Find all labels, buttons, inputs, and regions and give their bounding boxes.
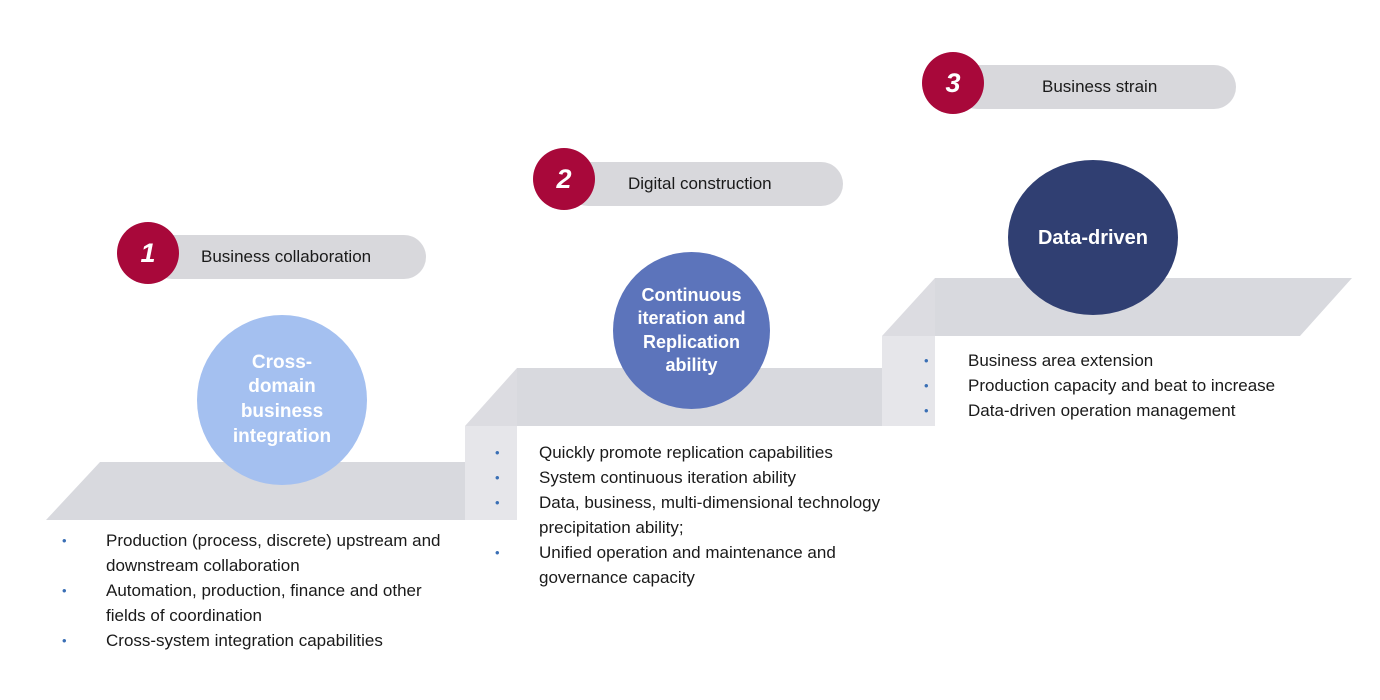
list-item: System continuous iteration ability <box>495 465 885 490</box>
list-item: Production capacity and beat to increase <box>924 373 1344 398</box>
list-item: Unified operation and maintenance and go… <box>495 540 885 590</box>
stage-3-label: Business strain <box>1042 77 1158 96</box>
stage-3-bullets: Business area extension Production capac… <box>924 348 1344 423</box>
stage-2-number: 2 <box>556 163 572 194</box>
stage-1-label-pill: Business collaboration <box>150 235 426 279</box>
stage-2-circle: Continuous iteration and Replication abi… <box>613 252 770 409</box>
stage-2-label: Digital construction <box>628 174 772 193</box>
stage-2-circle-text: Continuous iteration and Replication abi… <box>637 284 746 375</box>
stage-3-number-badge: 3 <box>922 52 984 114</box>
stage-1-circle: Cross-domain business integration <box>197 315 367 485</box>
list-item: Cross-system integration capabilities <box>62 628 452 653</box>
list-item: Data, business, multi-dimensional techno… <box>495 490 885 540</box>
step-2-bevel <box>465 368 517 426</box>
stage-1-bullets: Production (process, discrete) upstream … <box>62 528 452 653</box>
stage-3-number: 3 <box>945 67 961 98</box>
list-item: Data-driven operation management <box>924 398 1344 423</box>
stage-1-number: 1 <box>140 237 156 268</box>
stage-3-circle-text: Data-driven <box>1037 226 1149 249</box>
step-2-riser <box>882 336 935 426</box>
stage-3-label-pill: Business strain <box>955 65 1236 109</box>
list-item: Production (process, discrete) upstream … <box>62 528 452 578</box>
stage-1-label: Business collaboration <box>201 247 372 266</box>
stage-3-circle: Data-driven <box>1008 160 1178 315</box>
stage-1-circle-text: Cross-domain business integration <box>232 351 332 447</box>
stage-1-number-badge: 1 <box>117 222 179 284</box>
stage-2-number-badge: 2 <box>533 148 595 210</box>
list-item: Business area extension <box>924 348 1344 373</box>
stage-2-label-pill: Digital construction <box>566 162 843 206</box>
list-item: Automation, production, finance and othe… <box>62 578 452 628</box>
step-1-platform <box>46 462 465 520</box>
list-item: Quickly promote replication capabilities <box>495 440 885 465</box>
stage-2-bullets: Quickly promote replication capabilities… <box>495 440 885 590</box>
step-3-bevel <box>882 278 935 336</box>
